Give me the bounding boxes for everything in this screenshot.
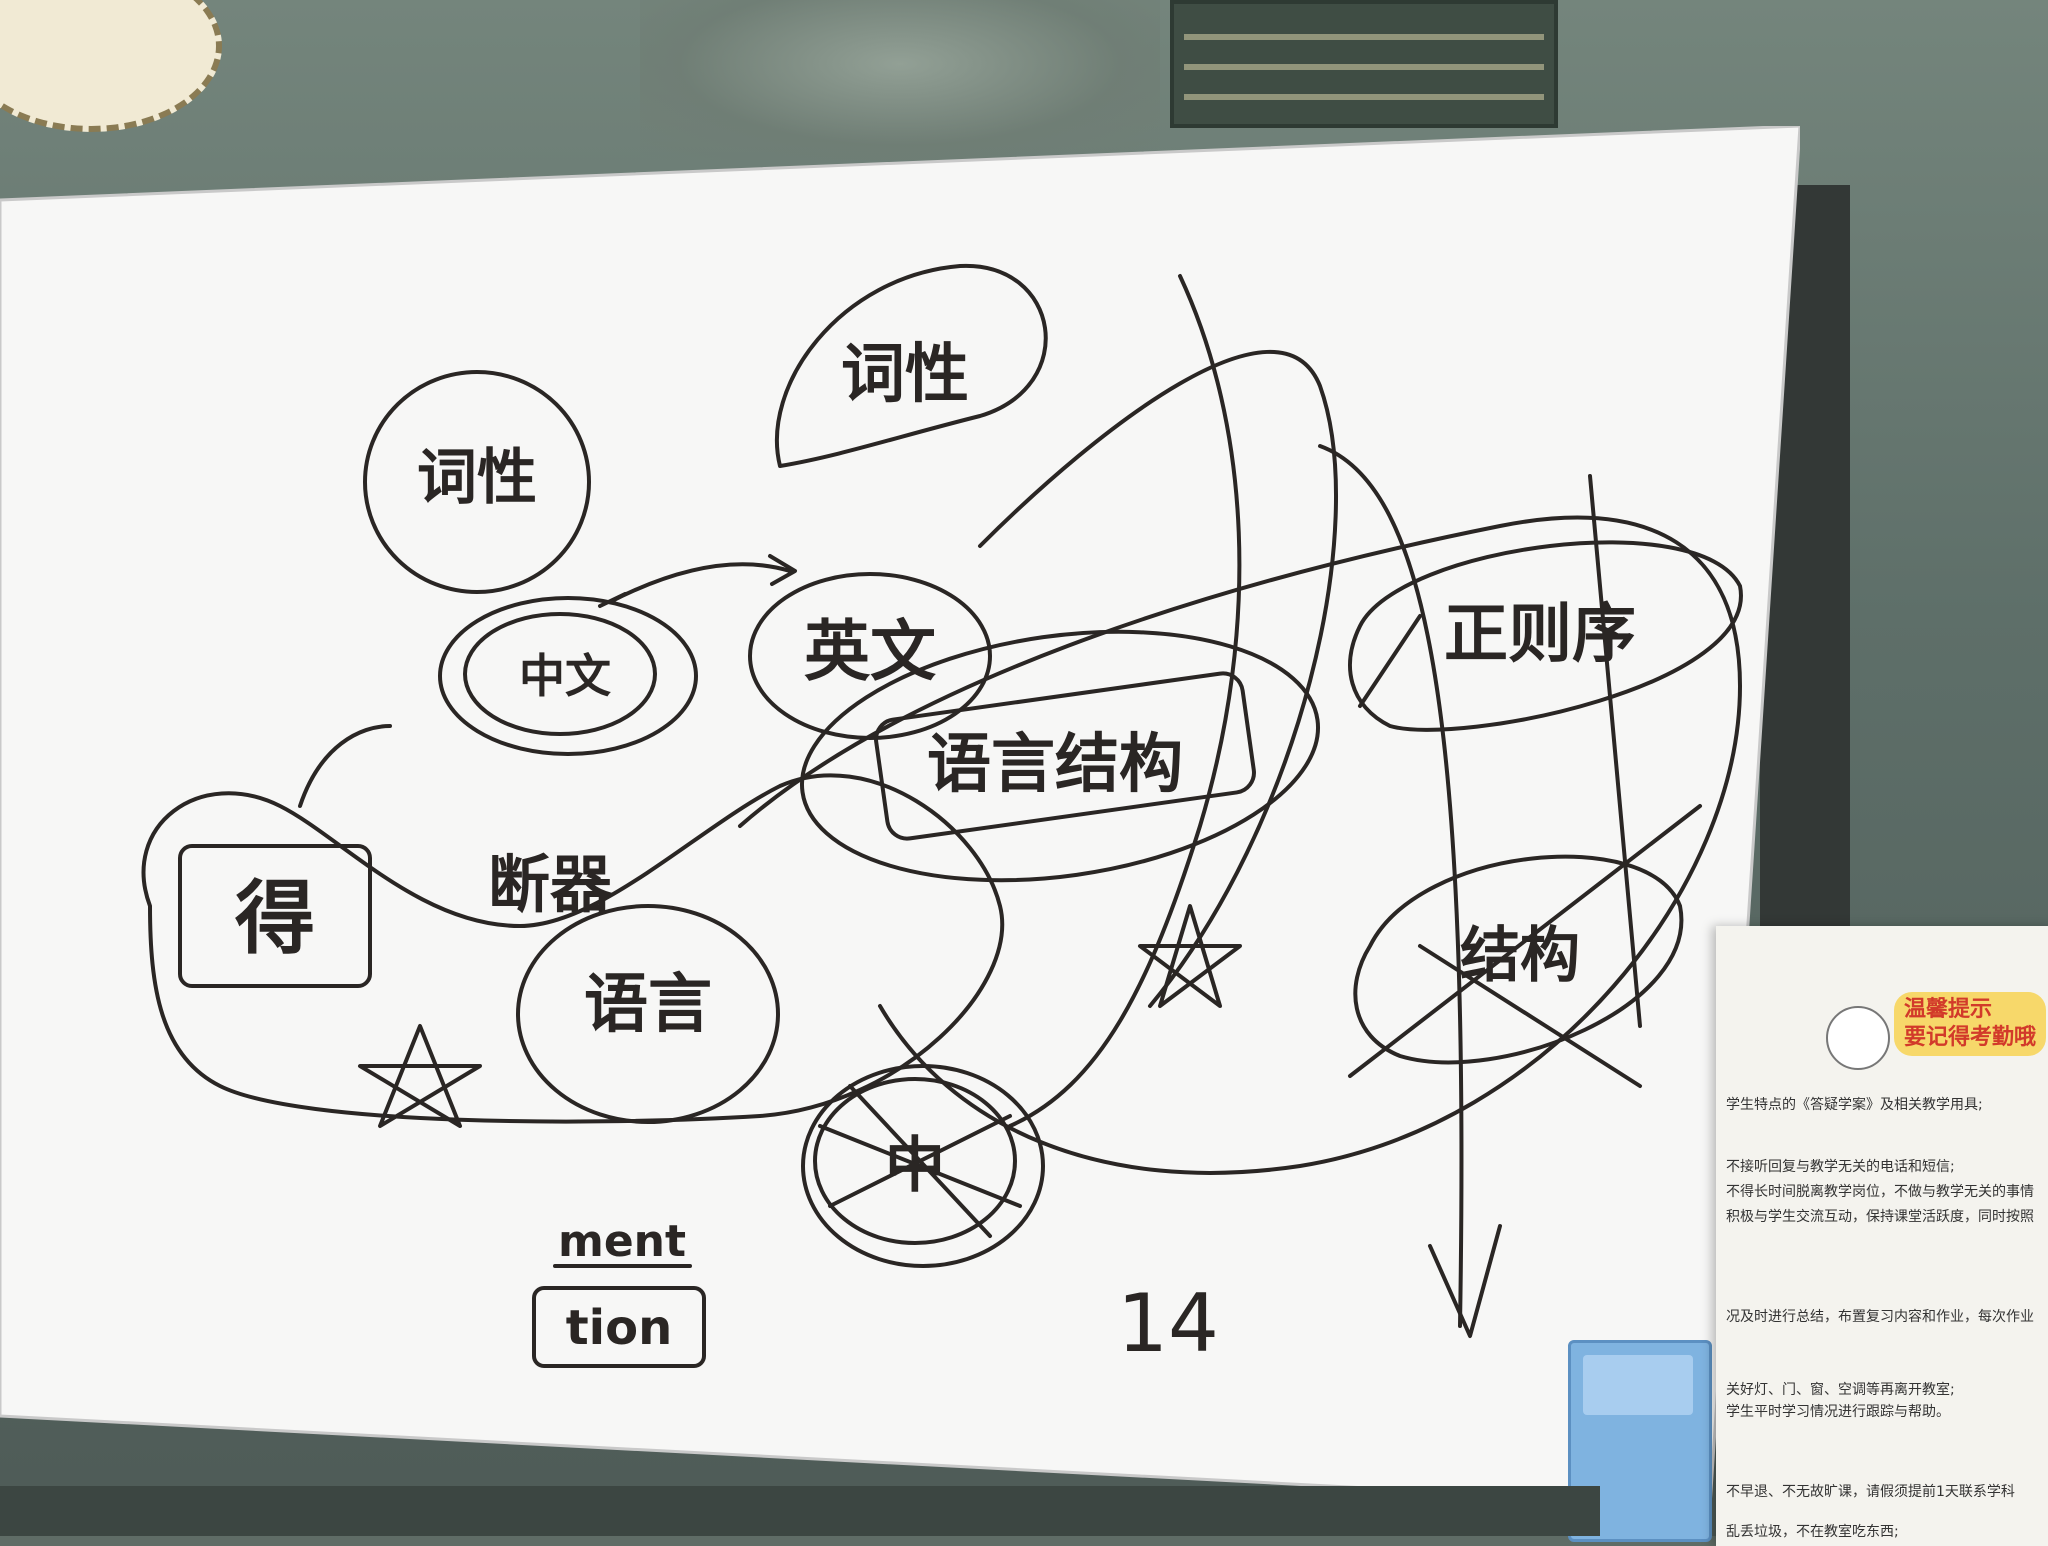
label-cixing-left: 词性: [417, 443, 537, 513]
bubble-cixing-top-outline: [774, 263, 1048, 468]
arrow-head-left: [598, 592, 627, 608]
scribble-strokes: [818, 1084, 1022, 1238]
notice-title-line2: 要记得考勤哦: [1904, 1025, 2037, 1050]
sweep-1: [1008, 274, 1242, 1128]
scribble-circle-inner: [813, 1077, 1017, 1245]
notice-title: 温馨提示 要记得考勤哦: [1894, 992, 2047, 1056]
box-cross-right-outline: [1353, 854, 1684, 1065]
bubble-zhongwen-inner: [463, 612, 657, 736]
sweep-down-right: [1318, 444, 1464, 1328]
notice-line: 学生特点的《答疑学案》及相关教学用具;: [1726, 1097, 1983, 1113]
label-yuyan: 语言: [584, 968, 712, 1042]
label-zhong: 中: [885, 1131, 945, 1201]
box-tion-outline: [532, 1286, 706, 1368]
box-yuyanjiegou-outline: [874, 671, 1256, 841]
label-cross-right: 结构: [1460, 921, 1580, 991]
arrow-head-right: [768, 554, 797, 586]
label-yuyanjiegou: 语言结构: [927, 728, 1183, 802]
label-number-14: 14: [1117, 1277, 1219, 1370]
notice-line: 不接听回复与教学无关的电话和短信;: [1726, 1159, 1955, 1175]
big-loop-left: [141, 773, 1004, 1124]
notice-sheet: 温馨提示 要记得考勤哦 学生特点的《答疑学案》及相关教学用具; 不接听回复与教学…: [1716, 926, 2048, 1546]
label-yingwen: 英文: [804, 613, 936, 690]
label-box-left: 得: [235, 872, 315, 965]
bubble-zhongwen-outline: [438, 596, 698, 756]
background-poster: [1170, 0, 1558, 128]
label-cixing-top: 词性: [841, 338, 969, 412]
cross-line-1: [1348, 804, 1702, 1078]
notice-line: 况及时进行总结，布置复习内容和作业，每次作业: [1726, 1309, 2034, 1325]
label-tion: tion: [566, 1300, 673, 1356]
cat-icon: [1826, 1006, 1890, 1070]
notice-line: 学生平时学习情况进行跟踪与帮助。: [1726, 1404, 1950, 1420]
arrow-zhong-ying: [608, 562, 792, 604]
box-yuyanjiegou-ellipse: [799, 629, 1321, 883]
stroke-right-vertical: [1588, 474, 1642, 1028]
notice-title-line1: 温馨提示: [1904, 997, 1993, 1022]
label-zhengwei: 正则序: [1444, 598, 1636, 672]
star-left: [358, 1024, 482, 1128]
stroke-right-arrow: [1358, 614, 1422, 708]
notice-line: 关好灯、门、窗、空调等再离开教室;: [1726, 1382, 1955, 1398]
arrow-down-head: [1428, 1224, 1502, 1338]
marker-tray-inner: [1583, 1355, 1693, 1415]
box-zhengwei-outline: [1348, 540, 1743, 732]
floor-shadow: [0, 1486, 1600, 1536]
label-zhongwen: 中文: [519, 649, 611, 703]
sweep-2: [978, 350, 1338, 1008]
whiteboard-drawing: 词性 词性 中文 英文 语言结构 正则序 结构 语言 得 断器 中 ment t…: [0, 126, 1800, 1506]
notice-line: 乱丢垃圾，不在教室吃东西;: [1726, 1524, 1899, 1540]
notice-line: 不早退、不无故旷课，请假须提前1天联系学科: [1726, 1484, 2015, 1500]
box-left-outline: [178, 844, 372, 988]
cross-line-2: [1418, 944, 1642, 1088]
board-surface: [0, 126, 1800, 1506]
star-middle: [1138, 904, 1242, 1008]
bubble-yuyan-outline: [516, 904, 780, 1124]
label-ment: ment: [558, 1216, 686, 1267]
bubble-cixing-left-outline: [363, 370, 591, 594]
arrow-up-left: [298, 724, 392, 808]
sweep-big-right: [738, 515, 1742, 1175]
tree-reflection: [640, 0, 1160, 160]
notice-line: 不得长时间脱离教学岗位，不做与教学无关的事情: [1726, 1184, 2034, 1200]
notice-line: 积极与学生交流互动，保持课堂活跃度，同时按照: [1726, 1209, 2034, 1225]
label-kuangluan: 断器: [488, 848, 613, 921]
whiteboard: 词性 词性 中文 英文 语言结构 正则序 结构 语言 得 断器 中 ment t…: [0, 126, 1800, 1506]
